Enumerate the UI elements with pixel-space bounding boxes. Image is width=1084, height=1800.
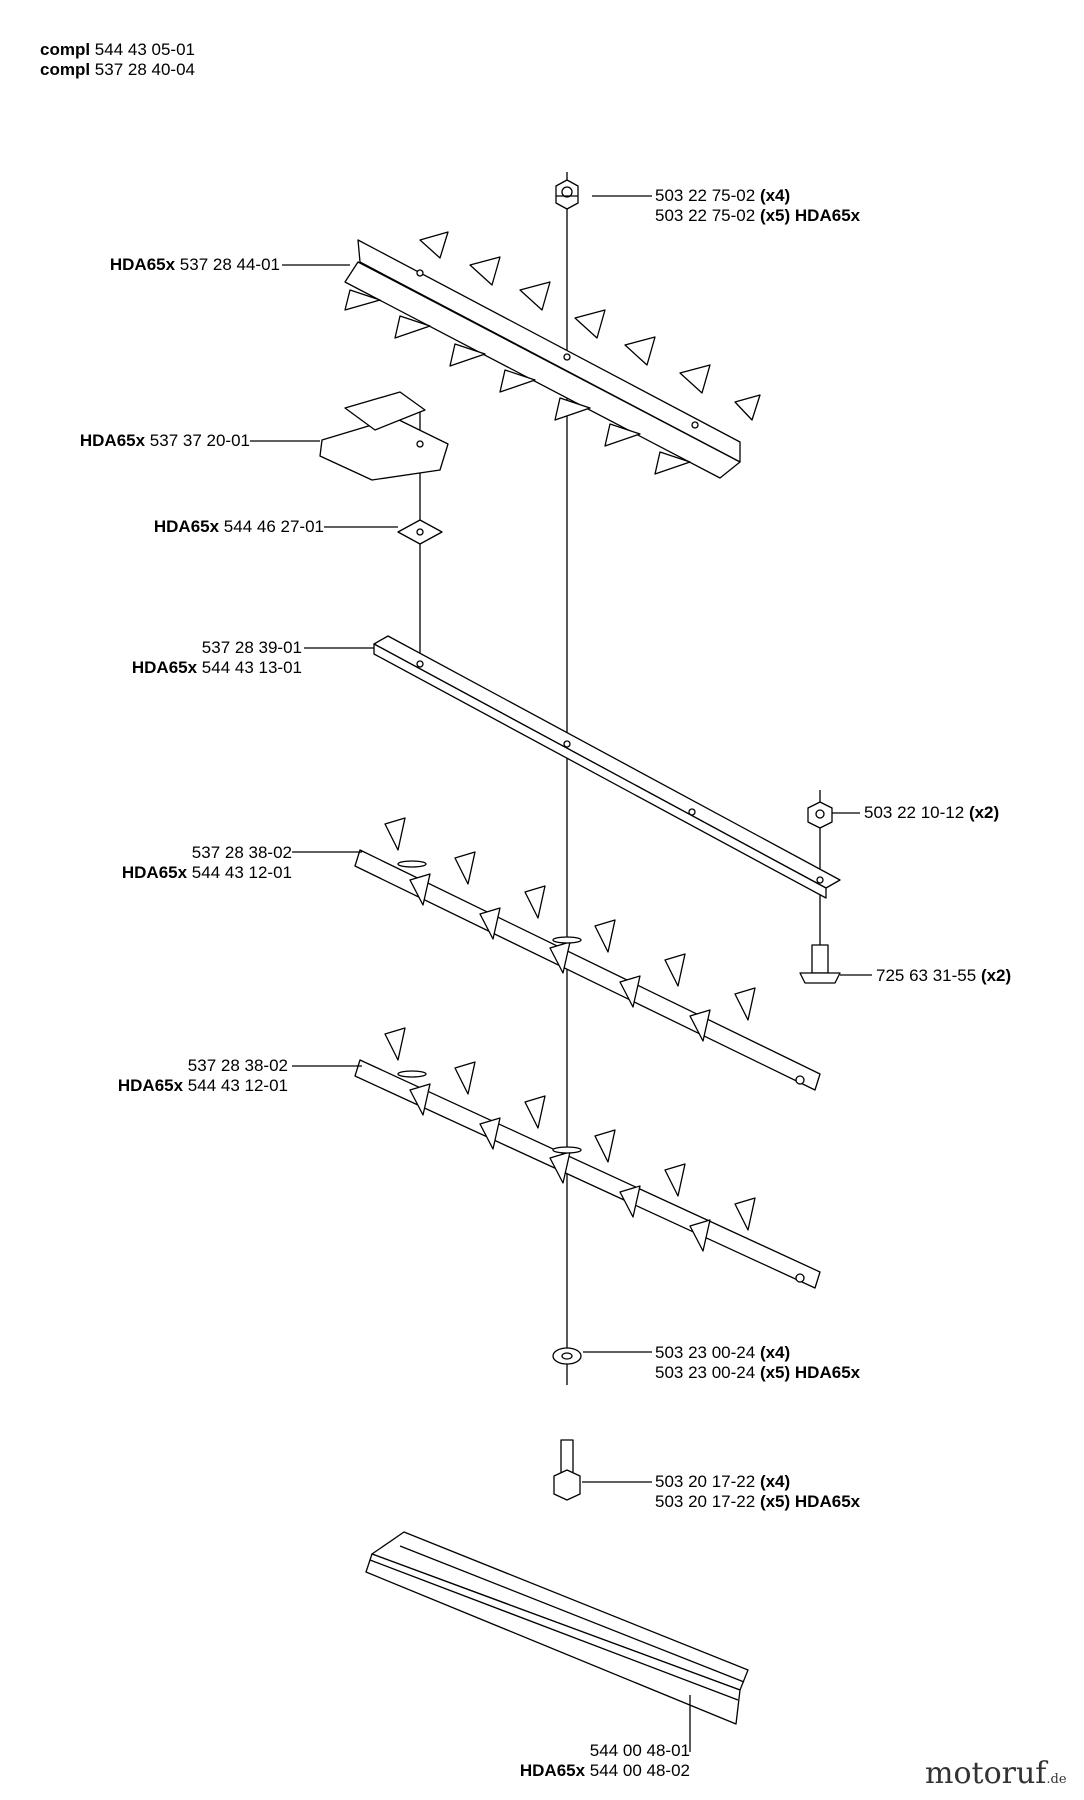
nut-top-part bbox=[555, 179, 579, 210]
header-line-2: compl 537 28 40-04 bbox=[40, 60, 195, 79]
blade-2-part bbox=[354, 1027, 821, 1289]
header-line-1: compl 544 43 05-01 bbox=[40, 40, 195, 59]
label-nut-top-2: 503 22 75-02 (x5) HDA65x bbox=[655, 206, 861, 225]
washer-square-part bbox=[397, 519, 443, 545]
label-bolt-2: 503 20 17-22 (x5) HDA65x bbox=[655, 1492, 861, 1511]
watermark-logo: motoruf.de bbox=[925, 1756, 1067, 1791]
label-washer-round-1: 503 23 00-24 (x4) bbox=[655, 1343, 791, 1362]
label-nut-right: 503 22 10-12 (x2) bbox=[864, 803, 1000, 822]
label-protector-2: HDA65x 544 00 48-02 bbox=[519, 1761, 690, 1780]
label-bar-1: 537 28 39-01 bbox=[201, 638, 302, 657]
label-clip: HDA65x 537 37 20-01 bbox=[79, 431, 250, 450]
label-nut-top-1: 503 22 75-02 (x4) bbox=[655, 186, 791, 205]
label-washer-square: HDA65x 544 46 27-01 bbox=[153, 517, 324, 536]
label-blade-1-1: 537 28 38-02 bbox=[191, 843, 292, 862]
nut-right-part bbox=[807, 801, 833, 829]
washer-round-part bbox=[552, 1347, 582, 1365]
label-blade-1-2: HDA65x 544 43 12-01 bbox=[121, 863, 292, 882]
protector-part bbox=[365, 1531, 749, 1725]
label-bar-2: HDA65x 544 43 13-01 bbox=[131, 658, 302, 677]
label-screw-right: 725 63 31-55 (x2) bbox=[876, 966, 1012, 985]
screw-right-part bbox=[799, 944, 841, 984]
blade-guide-part bbox=[344, 231, 761, 479]
bolt-part bbox=[553, 1439, 581, 1501]
label-washer-round-2: 503 23 00-24 (x5) HDA65x bbox=[655, 1363, 861, 1382]
label-blade-2-1: 537 28 38-02 bbox=[187, 1056, 288, 1075]
blade-1-part bbox=[354, 817, 821, 1091]
label-protector-1: 544 00 48-01 bbox=[589, 1741, 690, 1760]
clip-part bbox=[319, 391, 449, 481]
label-bolt-1: 503 20 17-22 (x4) bbox=[655, 1472, 791, 1491]
label-blade-2-2: HDA65x 544 43 12-01 bbox=[117, 1076, 288, 1095]
bar-part bbox=[373, 635, 841, 899]
label-blade-guide: HDA65x 537 28 44-01 bbox=[109, 255, 280, 274]
